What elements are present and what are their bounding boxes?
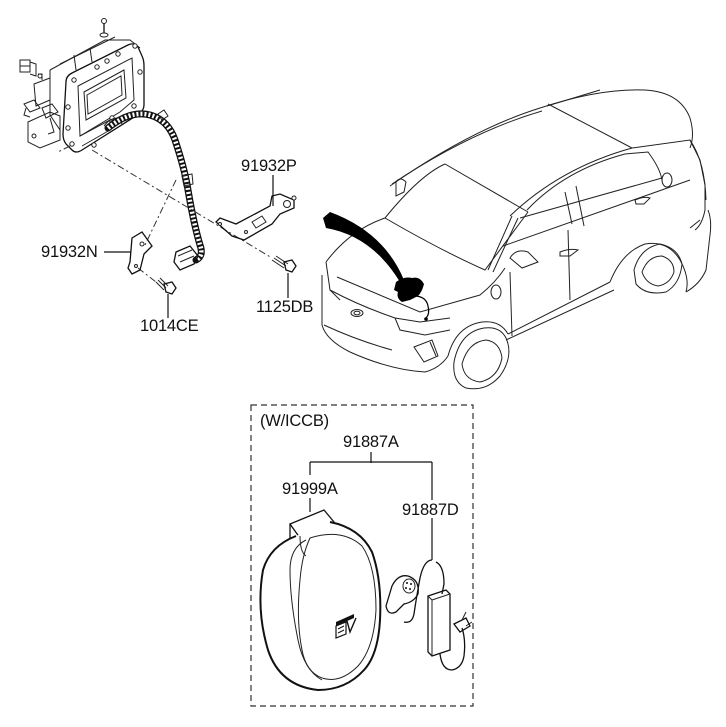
bracket-91932n (127, 231, 153, 275)
callout-tree-91887a (309, 452, 433, 560)
leader-dash-harness-to-bracket (144, 179, 177, 246)
charger-location-marker (394, 277, 424, 302)
charging-cable-bag (259, 509, 382, 692)
wiring-harness (104, 109, 205, 271)
vehicle-illustration (321, 89, 712, 390)
ev-badge (335, 614, 357, 639)
callout-1014ce[interactable]: 1014CE (140, 317, 199, 335)
iccb-charger (385, 559, 473, 671)
bolt-1125db (271, 255, 297, 273)
callout-91887a[interactable]: 91887A (343, 433, 399, 451)
option-box-title: (W/ICCB) (260, 412, 329, 430)
callout-91999a[interactable]: 91999A (282, 480, 338, 498)
callout-91932n[interactable]: 91932N (41, 243, 98, 261)
callout-1125db[interactable]: 1125DB (256, 298, 314, 316)
iccb-option-box (250, 404, 474, 707)
location-arrow (323, 212, 404, 282)
bolt-1014ce (155, 277, 177, 295)
callout-91932p[interactable]: 91932P (241, 157, 297, 175)
callout-91887d[interactable]: 91887D (402, 501, 459, 519)
leader-dash-charger-to-bolt (91, 149, 273, 259)
leader-dash-bracket-to-bolt (137, 267, 157, 283)
onboard-charger-unit (19, 18, 145, 153)
bracket-91932p (215, 193, 297, 241)
